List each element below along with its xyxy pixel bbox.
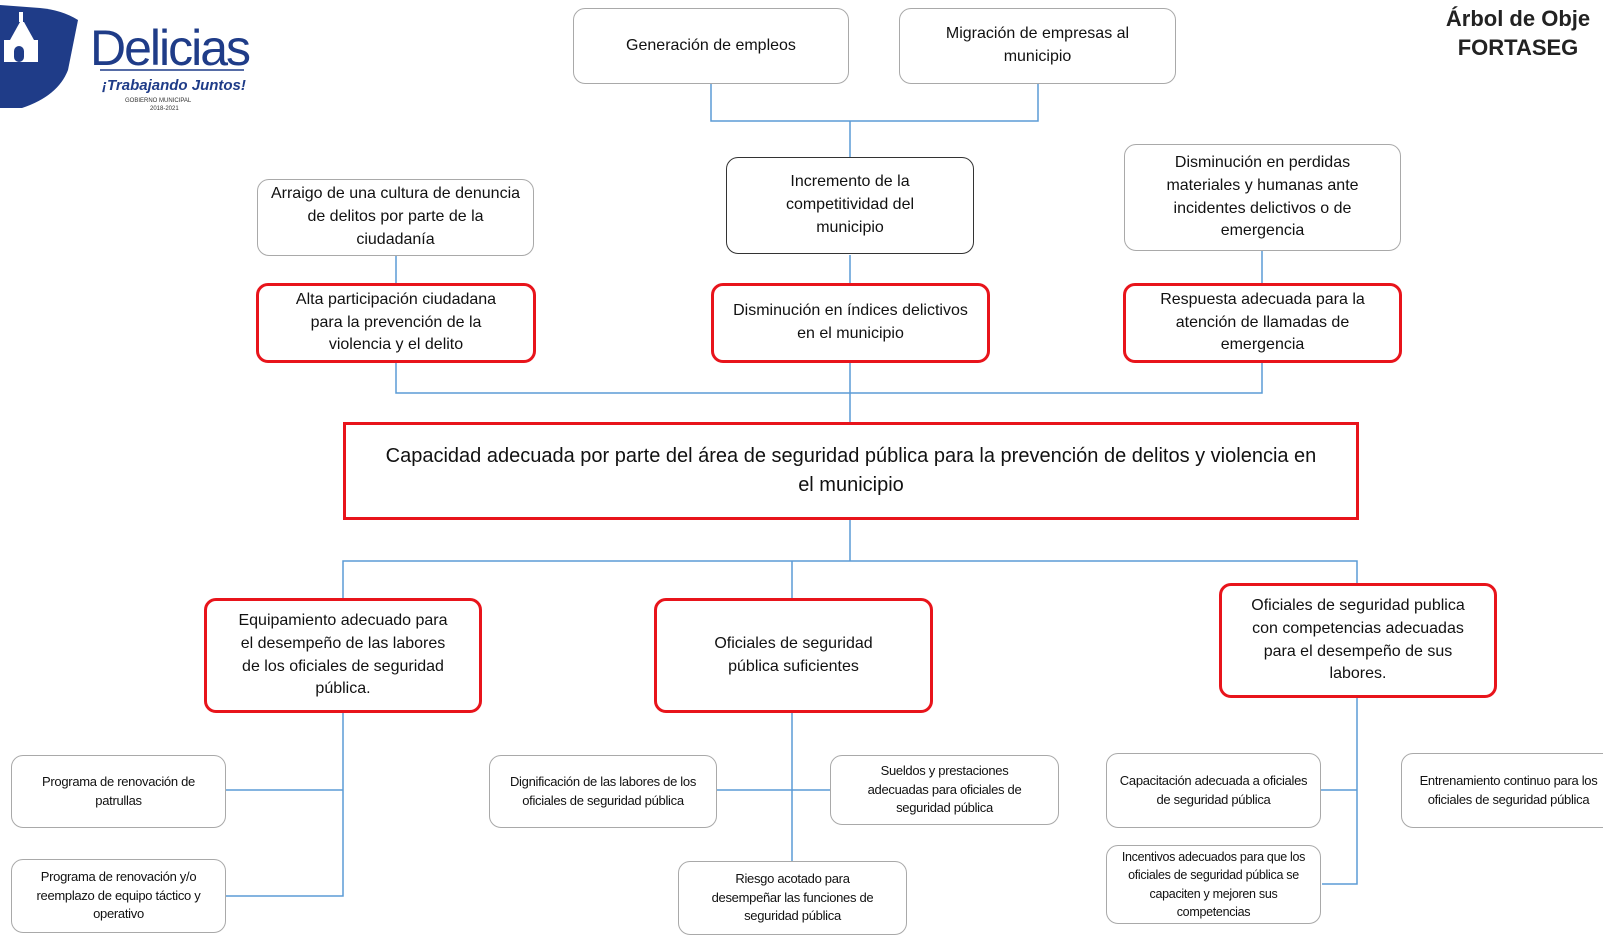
means-competencias: Oficiales de seguridad publica con compe… [1219, 583, 1497, 698]
svg-text:¡Trabajando Juntos!: ¡Trabajando Juntos! [102, 77, 246, 94]
effect-indices: Disminución en índices delictivos en el … [711, 283, 990, 363]
connector-means [342, 560, 1358, 599]
page-title: Árbol de Obje FORTASEG [1423, 5, 1603, 62]
connector-competencias [1322, 697, 1358, 885]
church-logo-icon: Delicias ¡Trabajando Juntos! GOBIERNO MU… [0, 5, 252, 112]
title-line-2: FORTASEG [1457, 34, 1579, 60]
effect-participacion: Alta participación ciudadana para la pre… [256, 283, 536, 363]
action-capacitacion: Capacitación adecuada a oficiales de seg… [1106, 753, 1321, 828]
connector-effects [395, 361, 1263, 394]
delicias-logo: Delicias ¡Trabajando Juntos! GOBIERNO MU… [0, 0, 270, 115]
means-suficientes: Oficiales de seguridad pública suficient… [654, 598, 933, 713]
connector-equipamiento [225, 712, 344, 897]
action-sueldos: Sueldos y prestaciones adecuadas para of… [830, 755, 1059, 825]
central-objective: Capacidad adecuada por parte del área de… [343, 422, 1359, 520]
end-arraigo: Arraigo de una cultura de denuncia de de… [257, 179, 534, 256]
end-perdidas: Disminución en perdidas materiales y hum… [1124, 144, 1401, 251]
action-patrullas: Programa de renovación de patrullas [11, 755, 226, 828]
title-line-1: Árbol de Obje [1445, 6, 1591, 31]
svg-text:GOBIERNO MUNICIPAL: GOBIERNO MUNICIPAL [125, 98, 192, 104]
action-riesgo: Riesgo acotado para desempeñar las funci… [678, 861, 907, 935]
effect-respuesta: Respuesta adecuada para la atención de l… [1123, 283, 1402, 363]
svg-text:Delicias: Delicias [90, 20, 250, 76]
end-empleos: Generación de empleos [573, 8, 849, 84]
action-incentivos: Incentivos adecuados para que los oficia… [1106, 845, 1321, 924]
end-migracion: Migración de empresas al municipio [899, 8, 1176, 84]
connector-empleos [710, 83, 1039, 122]
action-equipo: Programa de renovación y/o reemplazo de … [11, 859, 226, 933]
means-equipamiento: Equipamiento adecuado para el desempeño … [204, 598, 482, 713]
svg-text:2018-2021: 2018-2021 [150, 106, 179, 112]
end-competitividad: Incremento de la competitividad del muni… [726, 157, 974, 254]
action-dignificacion: Dignificación de las labores de los ofic… [489, 755, 717, 828]
action-entrenamiento: Entrenamiento continuo para los oficiale… [1401, 753, 1603, 828]
